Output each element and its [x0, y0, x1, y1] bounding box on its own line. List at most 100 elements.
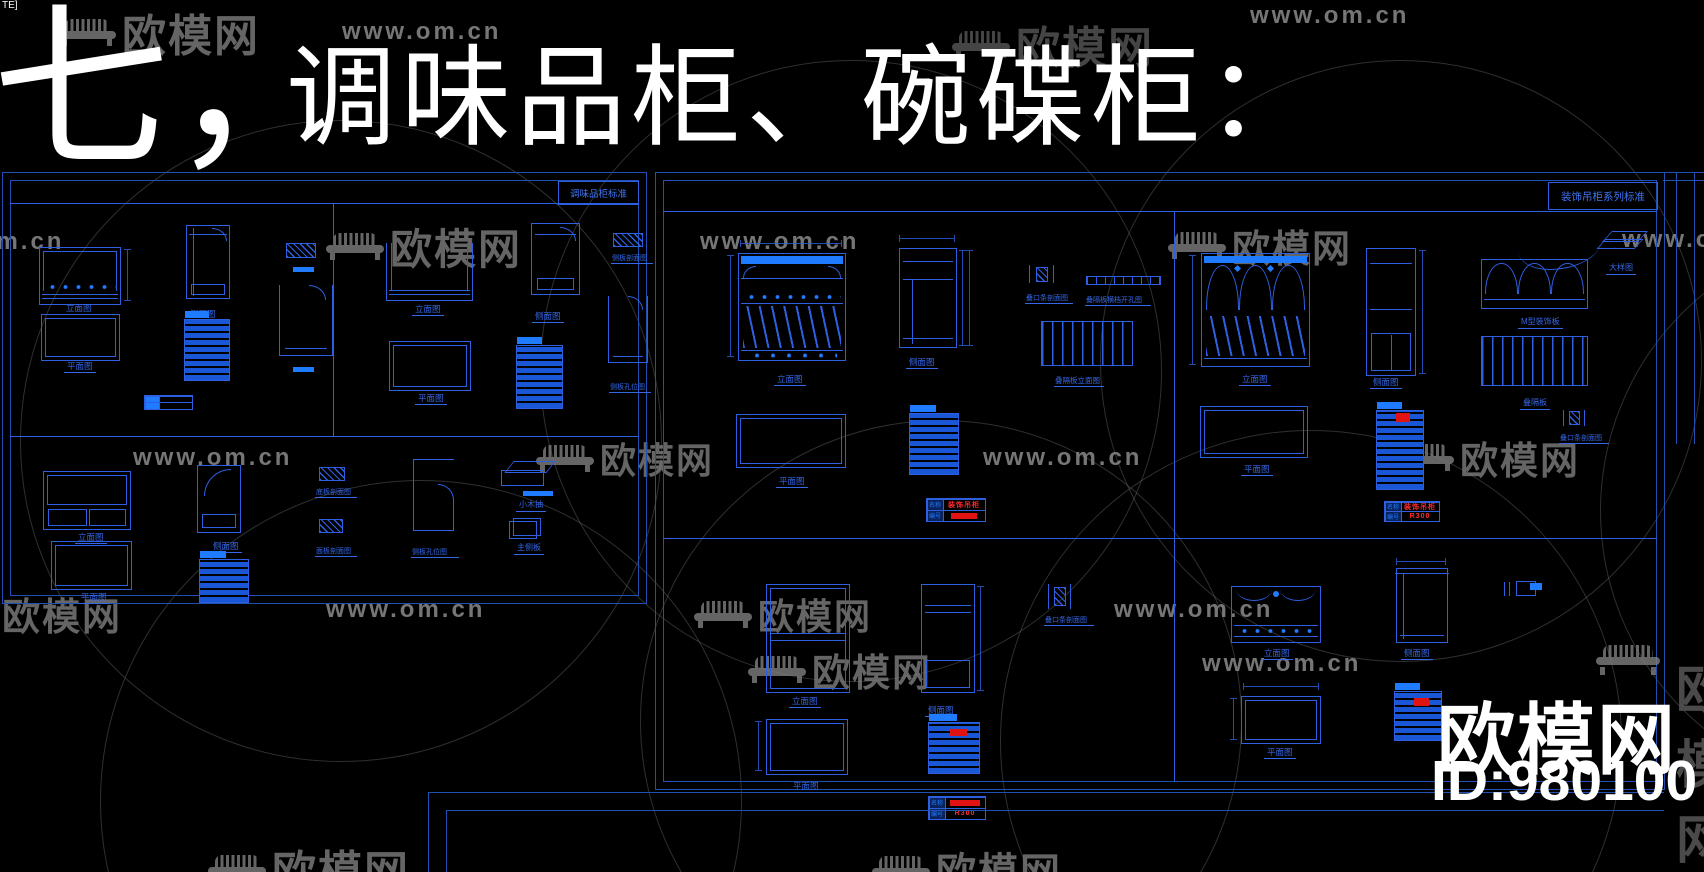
url-watermark: www.om.cn: [1622, 226, 1704, 253]
url-watermark: www.om.cn: [326, 596, 486, 623]
sofa-icon: [952, 30, 1010, 58]
sofa-icon: [208, 854, 266, 872]
sofa-icon: [58, 18, 116, 46]
shelf-panel-drawing: [1481, 336, 1588, 386]
sheet-border-extension: [1676, 172, 1677, 444]
view-label-elevation: 立面图: [1261, 648, 1293, 661]
bright-bar-detail: [293, 367, 314, 372]
title-block: 名称 编号 R300: [928, 796, 986, 820]
mini-title-block: [144, 395, 193, 410]
detail-label-m-deco-panel: M型装饰板: [1518, 317, 1563, 329]
oumo-watermark-logo: 欧模网: [952, 12, 1154, 76]
sofa-icon: [536, 444, 594, 472]
cabinet-side-drawing: [531, 223, 580, 295]
right-sheet-vdivider: [1174, 211, 1175, 782]
dimension-line: [977, 586, 984, 691]
dimension-line: [124, 249, 131, 301]
watermark-brand-text: 欧模网: [122, 12, 260, 61]
watermark-brand-text: 欧模网: [758, 596, 873, 637]
url-watermark: www.om.cn: [1202, 650, 1362, 677]
side-profile-detail: [279, 285, 333, 356]
url-watermark: www.om.cn: [1250, 2, 1410, 29]
spec-table: [199, 551, 249, 603]
cabinet-plan-drawing: [41, 314, 120, 361]
url-watermark: www.om.cn: [342, 18, 502, 45]
view-label-plan: 平面图: [776, 476, 808, 489]
watermark-brand-text: 欧模网: [600, 440, 715, 481]
view-label-plan: 平面图: [1264, 747, 1296, 760]
spec-table: [1394, 683, 1442, 741]
left-sheet-title: 调味品柜标准: [558, 181, 639, 205]
detail-label-main-side-panel: 主侧板: [514, 543, 544, 555]
url-watermark: www.om.cn: [133, 444, 293, 471]
cabinet-side-drawing: [1395, 568, 1449, 643]
cabinet-plan-drawing: [1241, 696, 1321, 744]
left-sheet-inner-border: [10, 180, 639, 596]
left-sheet-frame: 调味品柜标准 立面图 平面图 侧面图: [2, 172, 653, 605]
left-sheet-hdivider: [10, 436, 639, 437]
oumo-watermark-logo: 欧模网: [58, 0, 260, 64]
right-sheet-frame: 装饰吊柜系列标准 立面图 平面图 侧面图: [655, 172, 1665, 820]
title-index: 七，: [0, 0, 348, 190]
watermark-brand-text: 欧模网: [1232, 229, 1353, 271]
oumo-watermark-logo: 欧模网: [694, 588, 872, 640]
clip-detail: [1504, 578, 1544, 601]
detail-label-small-drawer: 小木抽: [516, 500, 546, 512]
sofa-icon: [872, 855, 930, 872]
detail-label-shelf-panel: 叠隔板: [1520, 398, 1550, 410]
watermark-brand-text: 欧模网: [1460, 441, 1581, 483]
detail-label-side-panel-holes: 侧板孔位图: [609, 383, 651, 394]
cabinet-plan-drawing: [1200, 406, 1308, 458]
lip-strip-section-detail: [1563, 410, 1585, 426]
view-label-elevation: 立面图: [412, 304, 444, 317]
page-title: 调味品柜、碗碟柜：: [286, 38, 1321, 160]
red-cell: [1396, 413, 1410, 422]
sofa-icon: [1596, 645, 1660, 675]
detail-label-shelf-elevation: 叠隔板立面图: [1054, 376, 1104, 388]
bright-bar-detail: [293, 267, 314, 272]
oumo-watermark-logo: 欧模网: [326, 216, 522, 277]
title-block-no-label: 编号: [926, 509, 944, 522]
shelf-rail-drawing: [1086, 276, 1161, 285]
dimension-line: [1189, 255, 1196, 365]
view-label-side: 侧面图: [532, 311, 564, 324]
detail-label-shelf-rail-holes: 叠隔板横档开孔图: [1085, 296, 1151, 307]
corner-text-fragment: TE]: [2, 0, 18, 11]
left-sheet-vdivider: [333, 203, 334, 436]
url-watermark: www.om.cn: [700, 228, 860, 255]
dimension-line: [740, 240, 842, 247]
watermark-brand-text: 欧模网: [272, 836, 410, 872]
lip-strip-section-detail: [1048, 584, 1071, 609]
title-block-no-value: R300: [1400, 511, 1440, 522]
url-watermark: www.om.cn: [1114, 596, 1274, 623]
view-label-plan: 平面图: [415, 393, 447, 406]
side-panel-holes-profile: [413, 459, 454, 531]
right-sheet-header-line: [663, 211, 1657, 212]
small-drawer-3d: [501, 461, 556, 491]
oumo-watermark-logo: 欧模网: [1168, 218, 1352, 273]
section-hatch-detail: [286, 243, 316, 258]
cabinet-side-drawing: [197, 465, 241, 533]
view-label-plan: 平面图: [64, 361, 96, 374]
dimension-line: [959, 250, 966, 346]
detail-label-side-panel-section: 侧板剖面图: [611, 254, 653, 265]
right-sheet-hdivider: [663, 538, 1657, 539]
detail-label-lip-strip-section: 叠口条剖面图: [1044, 616, 1094, 627]
next-sheet-border: [446, 810, 1664, 811]
cabinet-plan-drawing: [51, 541, 132, 590]
shelf-elevation-drawing: [1041, 321, 1133, 366]
cabinet-elevation-drawing: [738, 253, 846, 361]
spec-table: [184, 311, 230, 381]
watermark-brand-text: 欧模网: [1016, 24, 1154, 73]
cabinet-elevation-drawing: [766, 584, 850, 693]
view-label-plan: 平面图: [78, 592, 110, 605]
detail-label-face-panel-section: 面板剖面图: [315, 547, 357, 558]
oumo-watermark-logo: [1596, 645, 1660, 675]
dimension-line: [727, 255, 734, 357]
title-block-no-label: 编号: [1384, 511, 1402, 522]
cabinet-side-drawing: [1366, 248, 1416, 376]
title-block: 名称 装饰吊柜 编号: [926, 498, 986, 522]
sheet-border-extension: [1663, 172, 1704, 173]
right-sheet-title: 装饰吊柜系列标准: [1548, 182, 1658, 210]
